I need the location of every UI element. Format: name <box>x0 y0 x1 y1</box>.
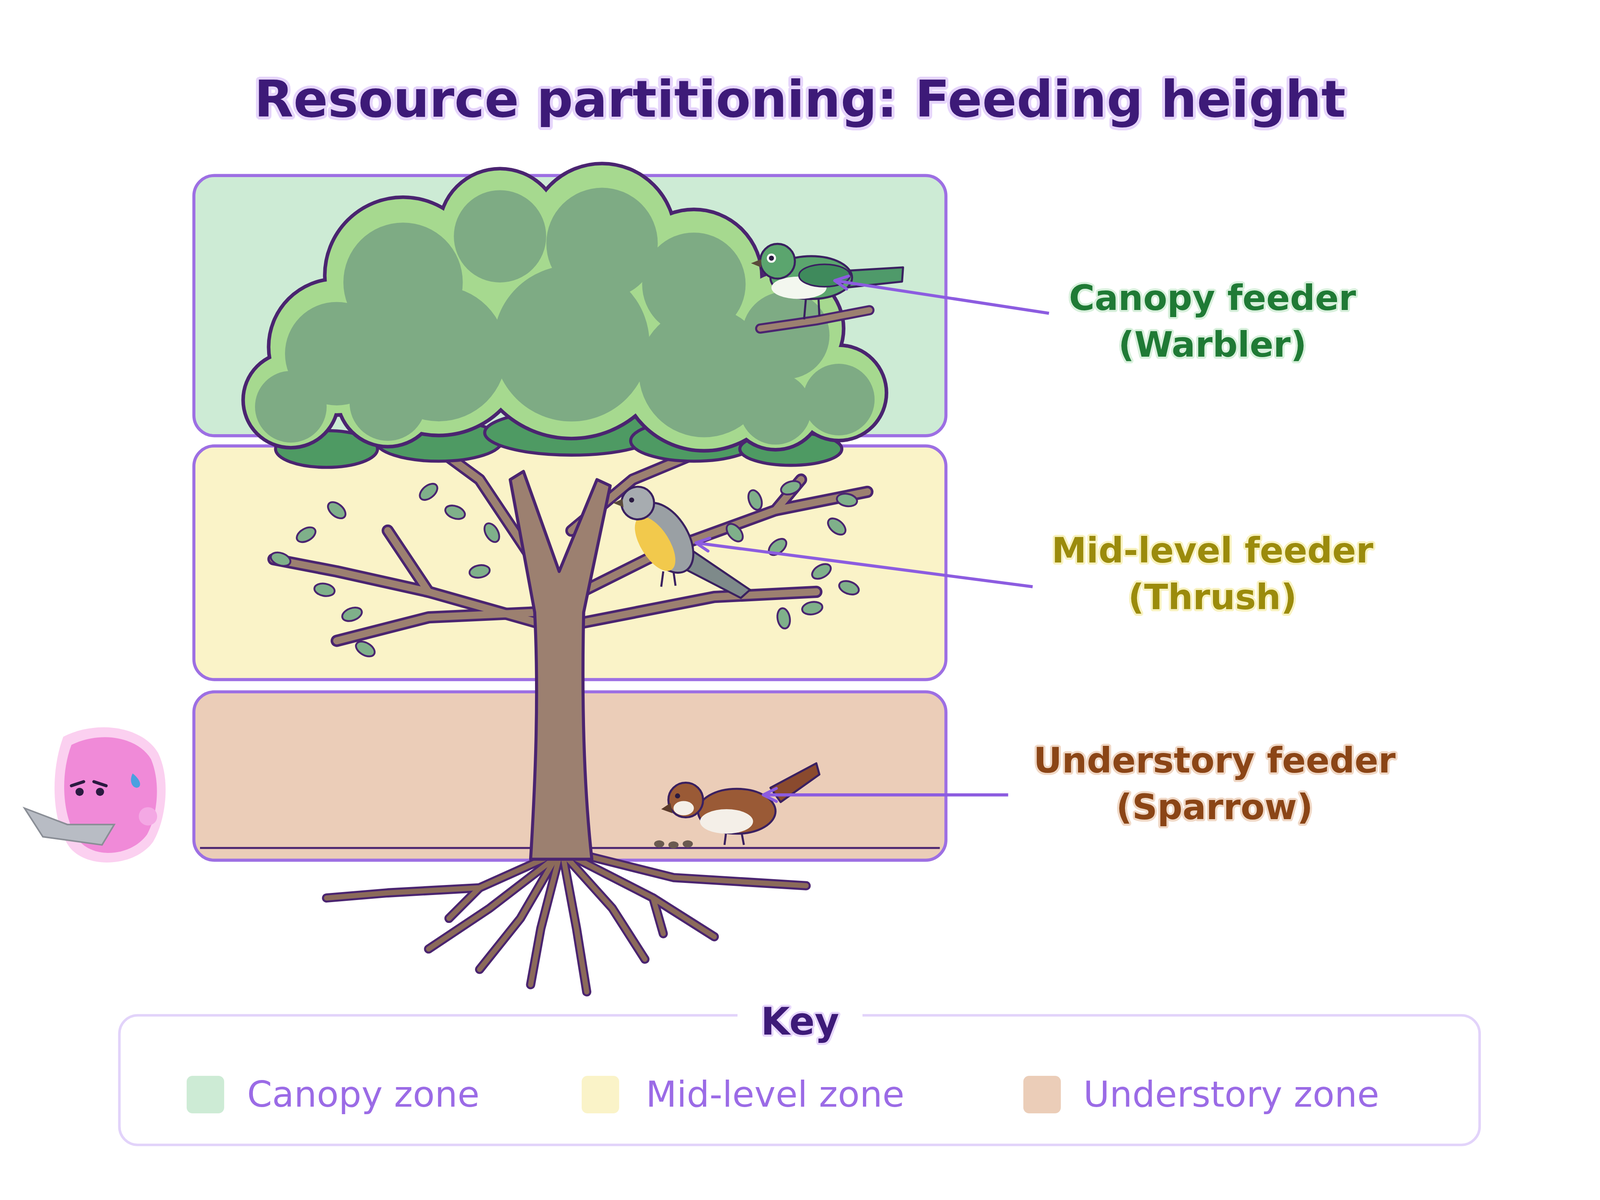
leaf <box>340 605 364 624</box>
bird-head <box>621 486 654 520</box>
legend-swatch <box>186 1075 225 1114</box>
leaf <box>775 607 792 630</box>
leaf <box>835 492 858 508</box>
root-outline <box>449 887 480 919</box>
leader-arrow <box>834 280 1049 313</box>
mascot-eye <box>95 787 105 797</box>
leaf <box>268 550 293 569</box>
laptop <box>24 808 115 845</box>
bird-eye-ring <box>766 253 776 263</box>
tree-branch <box>336 612 539 641</box>
mascot-halo <box>54 727 166 863</box>
seed <box>668 841 679 849</box>
bird-leg <box>661 571 664 587</box>
leaf <box>837 578 861 597</box>
zone-feeder-label: Mid-level feeder (Thrush) <box>993 527 1432 621</box>
bird-breast <box>626 510 684 578</box>
zone-feeder-label: Canopy feeder (Warbler) <box>1025 275 1400 368</box>
diagram-title: Resource partitioning: Feeding height <box>0 65 1600 133</box>
bird-cheek <box>673 800 694 815</box>
legend-text: Understory zone <box>1083 1072 1380 1116</box>
leaf <box>294 524 318 545</box>
leaf <box>443 502 467 522</box>
leaf <box>313 582 336 598</box>
thrush-bird <box>613 486 750 598</box>
tree-root <box>428 857 557 949</box>
seed <box>682 840 693 848</box>
bird-eye <box>629 497 635 503</box>
bird-beak <box>750 259 761 268</box>
leaf <box>825 515 849 538</box>
leaf <box>353 638 378 660</box>
mascot-hand <box>138 807 158 826</box>
legend-text: Mid-level zone <box>645 1072 905 1116</box>
leaf <box>416 480 440 503</box>
root-outline <box>571 852 806 886</box>
tree-root <box>530 857 560 985</box>
seed <box>654 840 665 848</box>
bird-eye <box>768 255 774 261</box>
root-outline <box>326 852 560 898</box>
perch-outline <box>760 310 870 329</box>
tree-leaves <box>268 478 861 660</box>
leaf <box>745 488 765 512</box>
sparrow-bird <box>654 763 820 849</box>
bird-leg <box>673 571 676 586</box>
branch-outline <box>336 612 539 641</box>
legend-text: Canopy zone <box>247 1072 480 1116</box>
legend-swatch <box>581 1075 620 1114</box>
tree-root <box>449 887 480 919</box>
leaf <box>723 520 746 545</box>
bird-wing <box>799 264 850 287</box>
bird-beak <box>613 499 624 508</box>
crown-shade <box>255 187 875 445</box>
crown-shade-lobe <box>739 372 812 445</box>
scene <box>24 165 1480 1145</box>
tree-roots <box>326 852 807 993</box>
mascot <box>24 727 166 863</box>
crown-shade-lobe <box>802 363 875 436</box>
zone-feeder-label: Understory feeder (Sparrow) <box>985 737 1444 831</box>
tree-root <box>571 852 806 886</box>
legend-heading: Key <box>737 996 863 1047</box>
leaf <box>801 600 824 616</box>
leaf <box>325 499 349 522</box>
leader-arrow <box>695 542 1033 587</box>
tree-root <box>652 897 663 934</box>
crown-shade-lobe <box>349 364 426 441</box>
tree-trunk <box>510 471 611 860</box>
leaf <box>481 520 503 545</box>
leader-arrow <box>763 793 1009 797</box>
bird-eye <box>675 793 680 799</box>
bird-head <box>668 782 703 818</box>
leaf <box>779 478 803 497</box>
crown-shade-lobe <box>255 370 327 443</box>
bird-beak <box>661 802 673 813</box>
mascot-brows <box>71 781 106 786</box>
crown-fill <box>245 165 885 450</box>
tree-root <box>326 852 560 898</box>
sweat-drop <box>130 773 140 788</box>
leaf <box>468 563 491 580</box>
tree-branch <box>387 530 429 592</box>
bird-belly <box>700 809 753 834</box>
leaf <box>809 560 834 582</box>
crown-outline <box>245 165 885 450</box>
crown-shade-lobe <box>493 265 650 422</box>
mascot-eye <box>75 787 84 797</box>
legend-swatch <box>1023 1075 1061 1114</box>
perch-branch <box>760 310 870 329</box>
crown-shade-lobe <box>453 190 547 283</box>
bird-head <box>760 243 795 279</box>
